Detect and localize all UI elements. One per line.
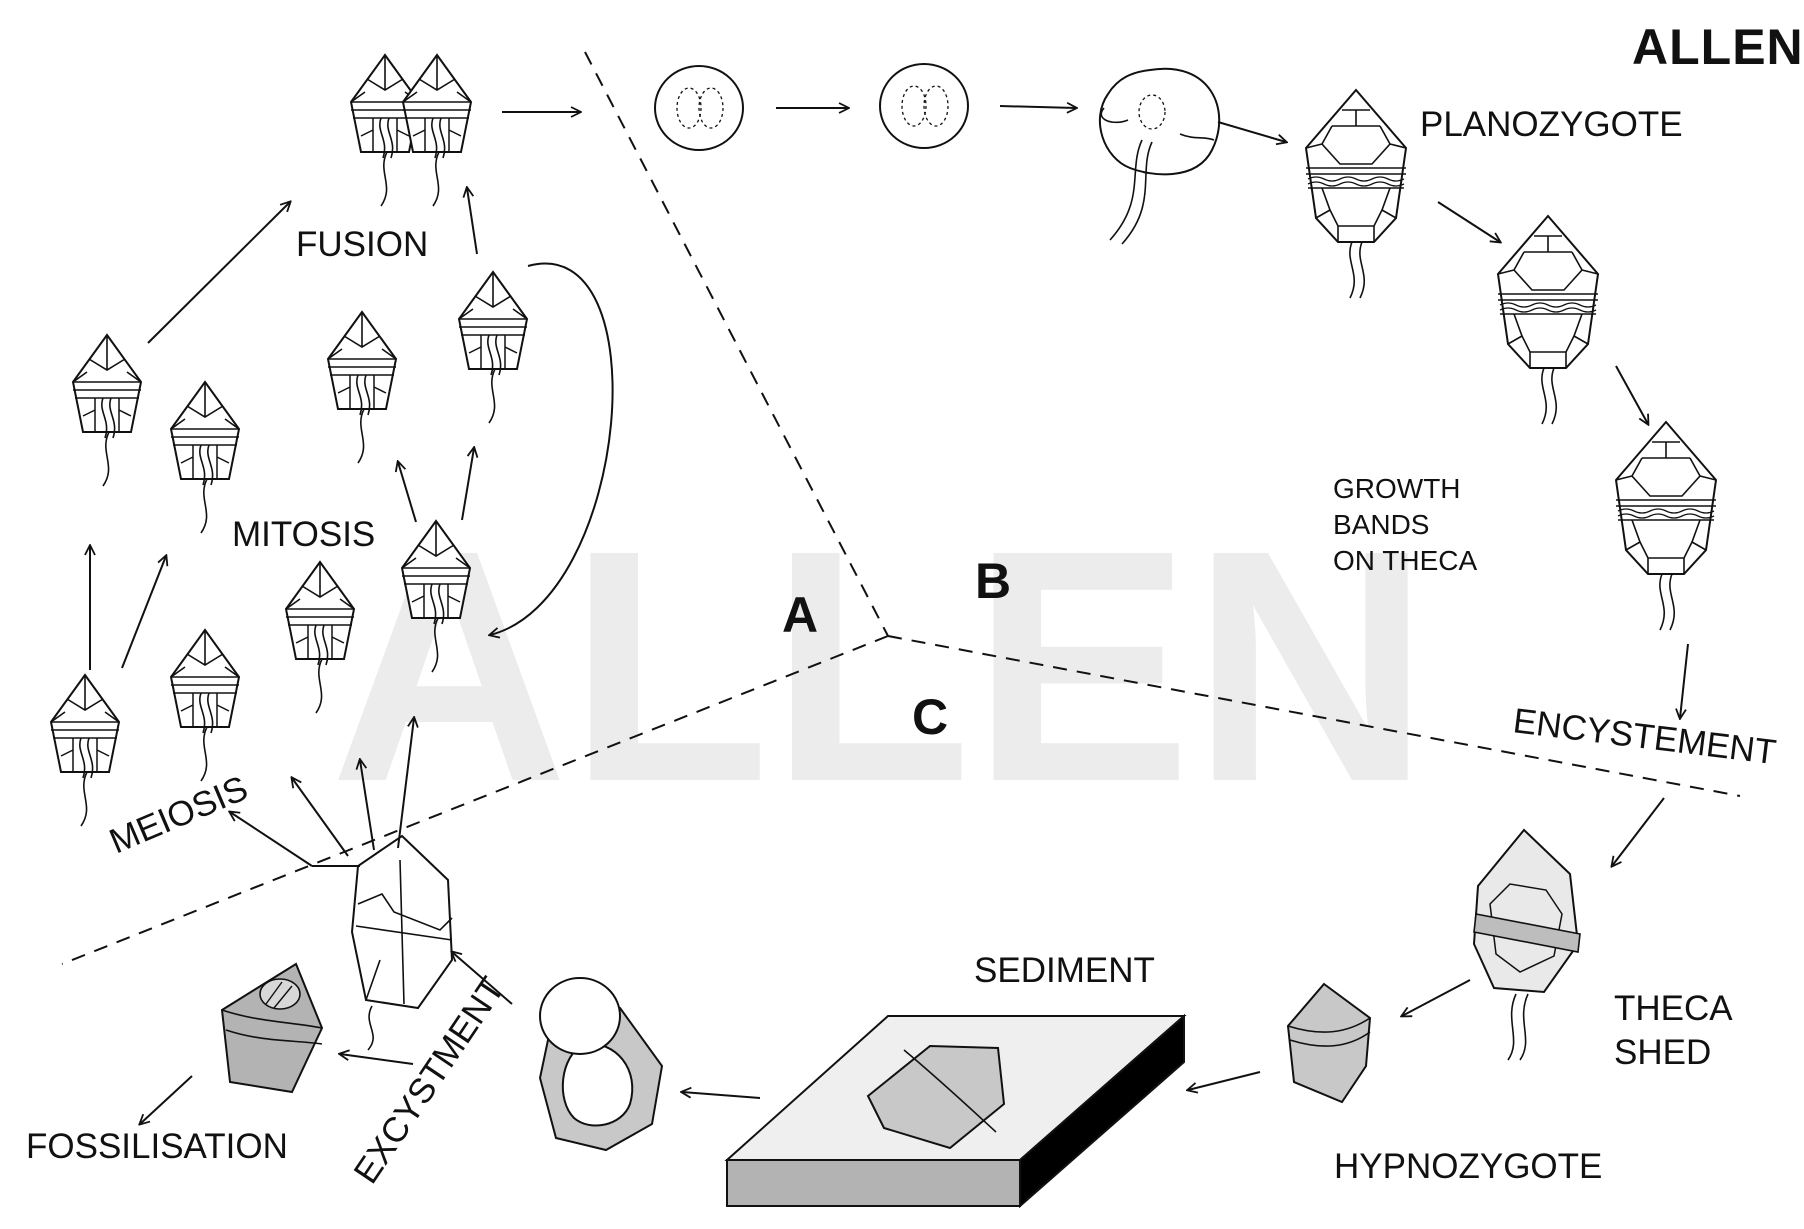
region-label-c: C — [912, 689, 948, 745]
excysting-cell — [350, 834, 454, 1051]
round-gamete-1 — [654, 65, 744, 151]
hypnozygote-cyst — [1287, 983, 1371, 1103]
excystment-label: EXCYSTMENT — [346, 970, 512, 1190]
fusing-cells — [350, 54, 472, 207]
theca-shed-line-2: SHED — [1614, 1033, 1711, 1072]
watermark-text: ALLEN — [330, 481, 1430, 850]
region-label-a: A — [782, 587, 818, 643]
theca-shed-label: THECA SHED — [1614, 989, 1733, 1072]
planozygote-label: PLANOZYGOTE — [1420, 105, 1683, 144]
brand-logo: ALLEN — [1632, 19, 1804, 75]
growing-zygote-2 — [1615, 421, 1717, 631]
fusion-label: FUSION — [296, 225, 428, 264]
theca-shedding-cell — [1472, 828, 1581, 1061]
region-divider-lines — [61, 51, 1741, 965]
empty-cyst — [538, 977, 664, 1152]
growth-bands-label: GROWTH BANDS ON THECA — [1333, 473, 1477, 576]
fossilisation-label: FOSSILISATION — [26, 1127, 288, 1166]
round-gamete-2 — [879, 63, 969, 149]
left-arrows — [90, 112, 614, 1124]
planozygote-cell — [1305, 89, 1407, 299]
growth-bands-line-3: ON THECA — [1333, 545, 1477, 576]
growth-bands-line-1: GROWTH — [1333, 473, 1461, 504]
growth-bands-line-2: BANDS — [1333, 509, 1429, 540]
buried-cyst — [866, 1044, 1006, 1150]
sediment-label: SEDIMENT — [974, 951, 1155, 990]
meiosis-label: MEIOSIS — [104, 768, 254, 861]
theca-shed-line-1: THECA — [1614, 989, 1733, 1028]
growing-zygote-1 — [1497, 215, 1599, 425]
top-arrows — [682, 106, 1689, 1099]
mitosis-label: MITOSIS — [232, 515, 375, 554]
hypnozygote-label: HYPNOZYGOTE — [1334, 1147, 1602, 1186]
region-label-b: B — [975, 553, 1011, 609]
early-planozygote — [1098, 67, 1221, 245]
fossil-cyst — [220, 962, 324, 1094]
